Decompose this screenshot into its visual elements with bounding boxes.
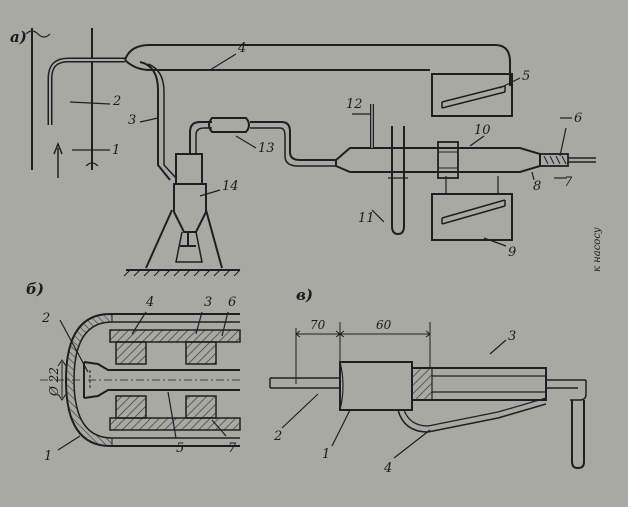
tube-3 xyxy=(139,61,177,181)
manometer-11 xyxy=(388,126,408,236)
label-b-7: 7 xyxy=(228,441,237,456)
label-c-3: 3 xyxy=(508,329,516,344)
duct-1 xyxy=(25,28,99,178)
label-a-4: 4 xyxy=(237,41,246,56)
label-a-5: 5 xyxy=(522,69,530,84)
sampling-probe-2 xyxy=(47,57,125,125)
label-a-3: 3 xyxy=(128,113,136,128)
label-c-2: 2 xyxy=(273,429,282,444)
leader-lines-a xyxy=(69,53,572,247)
dimension-60: 60 xyxy=(376,318,392,332)
figure-b-section-label: б) xyxy=(26,280,44,298)
figure-a-section-label: а) xyxy=(10,28,27,46)
figure-b: б) Ø 22 xyxy=(26,280,241,464)
label-a-13: 13 xyxy=(258,141,275,156)
tube-4 xyxy=(397,403,547,433)
label-b-6: 6 xyxy=(228,295,236,310)
label-b-5: 5 xyxy=(176,441,184,456)
filter-13 xyxy=(208,117,250,133)
label-b-1: 1 xyxy=(44,449,52,464)
thermometer-tube xyxy=(571,400,585,470)
label-a-14: 14 xyxy=(222,179,239,194)
sleeve-3-top xyxy=(109,329,241,343)
sampling-tube-10 xyxy=(335,141,596,179)
heater-5 xyxy=(431,73,513,117)
body-1 xyxy=(339,361,413,411)
label-a-10: 10 xyxy=(474,123,491,138)
pipe-4 xyxy=(124,44,511,86)
label-a-11: 11 xyxy=(358,211,375,226)
label-a-8: 8 xyxy=(533,179,541,194)
dimension-70: 70 xyxy=(310,318,326,332)
figure-a: а) xyxy=(10,28,603,277)
diameter-dimension: Ø 22 xyxy=(47,367,61,397)
outer-tube-3 xyxy=(412,367,547,401)
label-a-1: 1 xyxy=(112,143,120,158)
label-c-4: 4 xyxy=(383,461,392,476)
figure-c: в) 70 60 xyxy=(269,286,587,476)
figure-c-section-label: в) xyxy=(296,286,313,304)
label-a-2: 2 xyxy=(112,94,121,109)
to-pump-caption: к насосу xyxy=(592,227,603,272)
insulation-block-4 xyxy=(115,341,147,365)
label-a-9: 9 xyxy=(508,245,516,260)
label-a-7: 7 xyxy=(564,175,573,190)
label-a-6: 6 xyxy=(574,111,582,126)
insulation-block-7 xyxy=(185,341,217,365)
label-b-4: 4 xyxy=(145,295,154,310)
nozzle-2 xyxy=(83,361,240,371)
label-a-12: 12 xyxy=(346,97,363,112)
cyclone-14 xyxy=(123,153,241,277)
connecting-pipe-13 xyxy=(189,117,336,167)
label-c-1: 1 xyxy=(322,447,330,462)
heater-9 xyxy=(431,176,513,241)
probe-rod-2 xyxy=(270,377,340,389)
label-b-2: 2 xyxy=(41,311,50,326)
label-b-3: 3 xyxy=(204,295,212,310)
dimension-lines xyxy=(295,322,431,384)
sleeve-3-bottom xyxy=(109,417,241,431)
